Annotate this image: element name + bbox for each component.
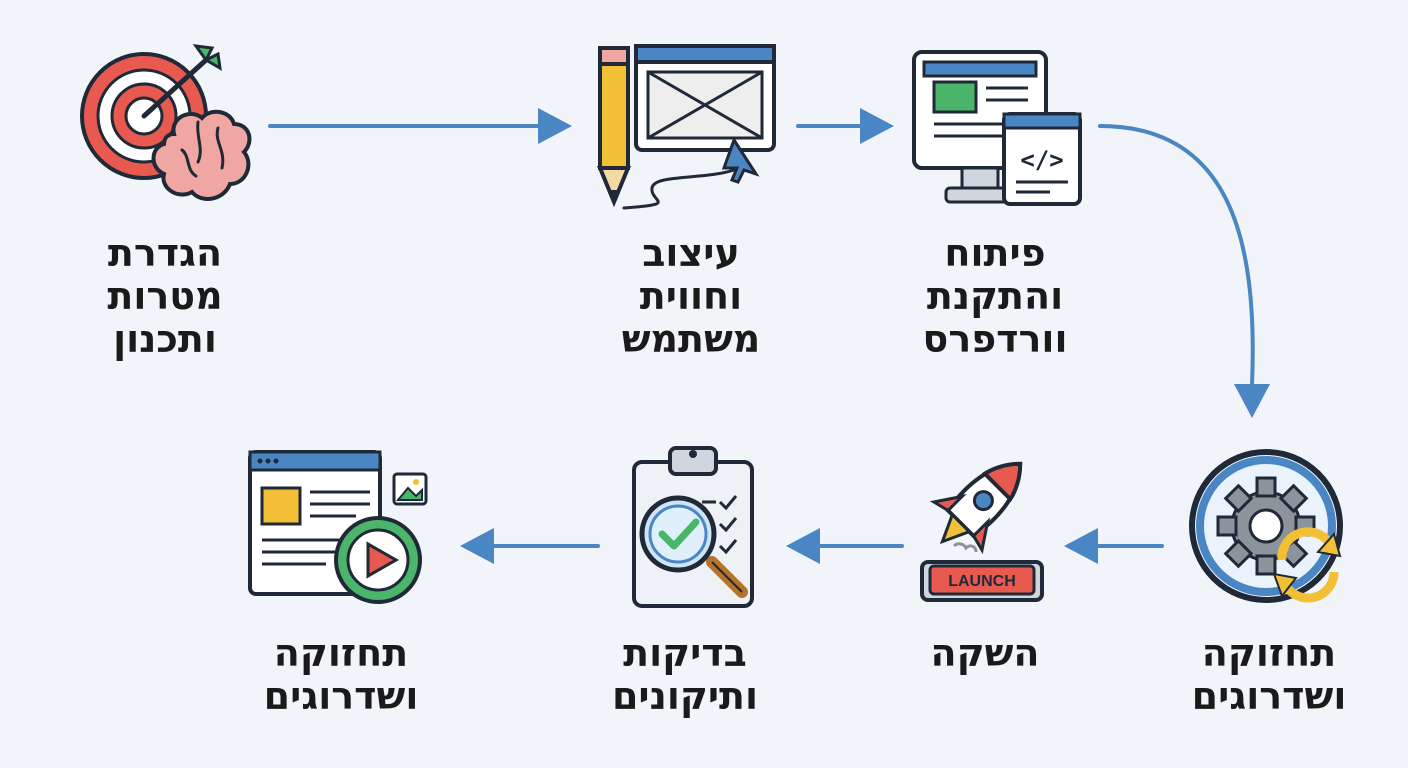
arrowhead-6 (460, 528, 494, 564)
label-line: תחזוקה (273, 631, 409, 675)
rocket-launch-icon: LAUNCH (920, 461, 1044, 602)
arrow-step3-to-step4 (1098, 124, 1255, 387)
arrowhead-5 (786, 528, 820, 564)
label-line: השקה (930, 631, 1040, 675)
arrowhead-2 (860, 108, 894, 144)
label-line: פיתוח (944, 231, 1046, 275)
label-line: ושדרוגים (263, 674, 419, 718)
pencil-wireframe-icon (597, 44, 776, 210)
label-line: מטרות (107, 274, 223, 318)
label-line: משתמש (621, 317, 761, 361)
step-label-testing-fixes: בדיקות ותיקונים (580, 632, 790, 718)
step-label-maintenance-upgrades-right: תחזוקה ושדרוגים (1164, 632, 1374, 718)
svg-text:</>: </> (1020, 146, 1063, 174)
label-line: וחווית (639, 274, 743, 318)
arrowhead-1 (538, 108, 572, 144)
label-line: והתקנת (926, 274, 1064, 318)
label-line: עיצוב (642, 231, 740, 275)
label-line: ותיקונים (611, 674, 759, 718)
label-line: ותכנון (113, 317, 217, 361)
monitor-code-icon: </> (912, 50, 1082, 206)
step-label-launch: השקה (880, 632, 1090, 675)
label-line: וורדפרס (922, 317, 1068, 361)
label-line: ושדרוגים (1191, 674, 1347, 718)
label-line: בדיקות (623, 631, 747, 675)
launch-badge-text: LAUNCH (948, 573, 1016, 590)
step-label-development-wordpress: פיתוח והתקנת וורדפרס (870, 232, 1120, 361)
web-content-play-icon (248, 450, 428, 604)
gear-refresh-icon (1189, 449, 1343, 603)
step-label-design-ux: עיצוב וחווית משתמש (566, 232, 816, 361)
step-label-maintenance-upgrades-left: תחזוקה ושדרוגים (236, 632, 446, 718)
label-line: הגדרת (107, 231, 223, 275)
step-label-goals-planning: הגדרת מטרות ותכנון (40, 232, 290, 361)
target-brain-icon (80, 44, 252, 201)
arrowhead-4 (1064, 528, 1098, 564)
arrowhead-3 (1234, 384, 1270, 418)
label-line: תחזוקה (1201, 631, 1337, 675)
clipboard-magnifier-icon (632, 446, 754, 608)
